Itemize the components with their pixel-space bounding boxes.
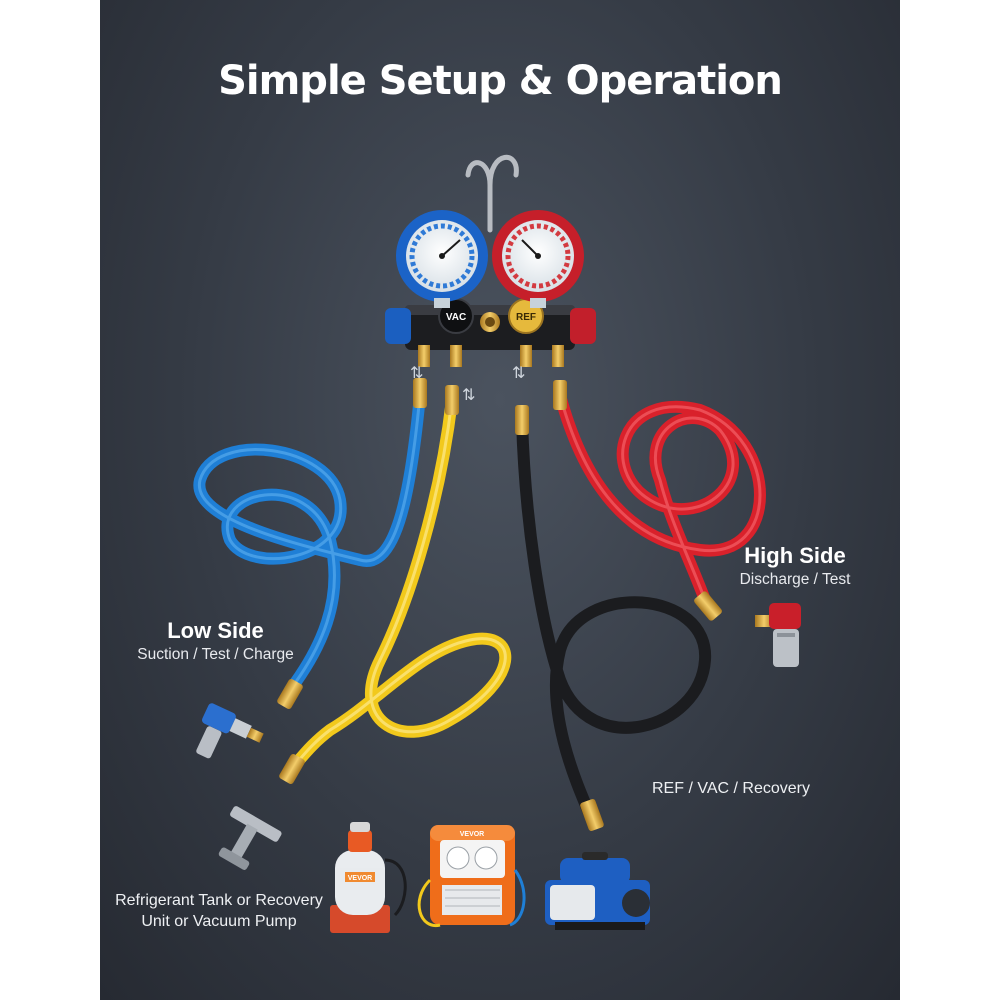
low-side-coupler — [196, 703, 264, 759]
red-high-side-hose — [553, 380, 766, 621]
high-side-heading: High Side — [744, 543, 846, 568]
tank-brand-label: VEVOR — [348, 875, 373, 882]
low-side-label: Low Side Suction / Test / Charge — [128, 618, 303, 664]
low-side-heading: Low Side — [167, 618, 264, 643]
tank-label: Refrigerant Tank or Recovery Unit or Vac… — [108, 890, 330, 932]
flow-arrow-icon: ⇅ — [462, 385, 475, 404]
ref-vac-recovery-label: REF / VAC / Recovery — [652, 780, 810, 797]
page-title: Simple Setup & Operation — [218, 58, 783, 104]
low-pressure-gauge — [396, 210, 488, 308]
manifold-body — [385, 305, 596, 367]
flow-arrow-icon: ⇅ — [410, 363, 423, 382]
recovery-unit-icon: VEVOR — [417, 825, 526, 927]
low-side-subtitle: Suction / Test / Charge — [137, 646, 294, 663]
tank-label-line2: Unit or Vacuum Pump — [141, 913, 297, 930]
high-side-knob — [570, 308, 596, 344]
ref-valve-label: REF — [516, 312, 536, 323]
low-side-knob — [385, 308, 411, 344]
high-side-coupler — [755, 603, 801, 667]
refrigerant-tank-icon: VEVOR — [330, 822, 407, 933]
vac-valve-label: VAC — [446, 312, 466, 323]
t-adapter — [218, 806, 282, 870]
black-center-hose — [515, 405, 712, 831]
vacuum-pump-icon — [545, 852, 650, 930]
flow-arrow-icon: ⇅ — [512, 363, 525, 382]
yellow-center-hose — [279, 385, 512, 785]
high-pressure-gauge — [492, 210, 584, 308]
hanging-hook — [465, 155, 519, 233]
high-side-label: High Side Discharge / Test — [725, 543, 865, 589]
high-side-subtitle: Discharge / Test — [739, 571, 851, 588]
blue-low-side-hose — [193, 378, 427, 710]
recovery-brand-label: VEVOR — [460, 831, 485, 838]
tank-label-line1: Refrigerant Tank or Recovery — [115, 892, 323, 909]
